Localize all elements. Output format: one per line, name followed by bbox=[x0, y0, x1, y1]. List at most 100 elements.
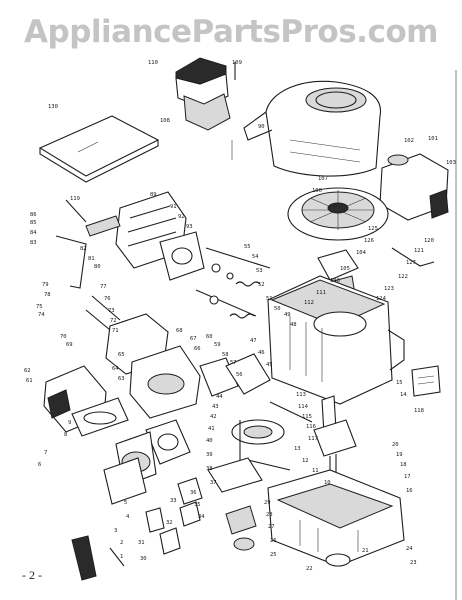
deflector-plate[interactable] bbox=[411, 365, 441, 397]
callout-label-9: 9 bbox=[68, 420, 72, 426]
callout-label-8: 8 bbox=[64, 432, 68, 438]
callout-label-42: 42 bbox=[210, 414, 217, 420]
valve-train[interactable] bbox=[195, 247, 271, 319]
callout-label-111: 111 bbox=[316, 290, 326, 296]
callout-label-18: 18 bbox=[400, 462, 407, 468]
callout-label-61: 61 bbox=[26, 378, 33, 384]
callout-label-124: 124 bbox=[376, 296, 386, 302]
callout-label-51: 51 bbox=[266, 296, 273, 302]
callout-label-130: 130 bbox=[48, 104, 58, 110]
callout-label-45: 45 bbox=[266, 362, 273, 368]
callout-label-24: 24 bbox=[406, 546, 413, 552]
callout-label-71: 71 bbox=[112, 328, 119, 334]
callout-label-37: 37 bbox=[210, 480, 217, 486]
callout-label-83: 83 bbox=[30, 240, 37, 246]
callout-label-62: 62 bbox=[24, 368, 31, 374]
callout-label-20: 20 bbox=[392, 442, 399, 448]
callout-label-27: 27 bbox=[268, 524, 275, 530]
callout-label-79: 79 bbox=[42, 282, 49, 288]
callout-label-54: 54 bbox=[252, 254, 259, 260]
cylinder-block[interactable] bbox=[267, 275, 405, 405]
callout-label-77: 77 bbox=[100, 284, 107, 290]
callout-label-2: 2 bbox=[120, 540, 124, 546]
callout-label-73: 73 bbox=[108, 308, 115, 314]
callout-label-15: 15 bbox=[396, 380, 403, 386]
callout-label-101: 101 bbox=[428, 136, 438, 142]
callout-label-90: 90 bbox=[258, 124, 265, 130]
callout-label-76: 76 bbox=[104, 296, 111, 302]
callout-label-63: 63 bbox=[118, 376, 125, 382]
callout-label-105: 105 bbox=[340, 266, 350, 272]
engine-sump[interactable] bbox=[267, 469, 405, 567]
callout-label-84: 84 bbox=[30, 230, 37, 236]
callout-label-112: 112 bbox=[304, 300, 314, 306]
callout-label-48: 48 bbox=[290, 322, 297, 328]
callout-label-41: 41 bbox=[208, 426, 215, 432]
callout-label-127: 127 bbox=[406, 260, 416, 266]
callout-label-126: 126 bbox=[364, 238, 374, 244]
air-cleaner-cover[interactable] bbox=[175, 57, 236, 131]
callout-label-1: 1 bbox=[120, 554, 124, 560]
callout-label-25: 25 bbox=[270, 552, 277, 558]
fuel-tank[interactable] bbox=[379, 153, 449, 221]
callout-label-72: 72 bbox=[110, 318, 117, 324]
callout-label-26: 26 bbox=[270, 538, 277, 544]
callout-label-91: 91 bbox=[170, 204, 177, 210]
page-number: - 2 - bbox=[22, 568, 42, 582]
callout-label-58: 58 bbox=[222, 352, 229, 358]
callout-label-33: 33 bbox=[170, 498, 177, 504]
callout-label-35: 35 bbox=[194, 502, 201, 508]
callout-label-125: 125 bbox=[368, 226, 378, 232]
callout-label-52: 52 bbox=[258, 282, 265, 288]
callout-label-31: 31 bbox=[138, 540, 145, 546]
callout-label-55: 55 bbox=[244, 244, 251, 250]
callout-label-10: 10 bbox=[324, 480, 331, 486]
callout-label-43: 43 bbox=[212, 404, 219, 410]
callout-label-40: 40 bbox=[206, 438, 213, 444]
callout-label-32: 32 bbox=[166, 520, 173, 526]
callout-label-67: 67 bbox=[190, 336, 197, 342]
callout-label-85: 85 bbox=[30, 220, 37, 226]
small-parts[interactable] bbox=[71, 457, 257, 581]
carburetor[interactable] bbox=[85, 295, 239, 419]
callout-label-75: 75 bbox=[36, 304, 43, 310]
manual-booklet[interactable] bbox=[38, 115, 160, 183]
callout-label-29: 29 bbox=[264, 500, 271, 506]
callout-label-118: 118 bbox=[414, 408, 424, 414]
callout-label-123: 123 bbox=[384, 286, 394, 292]
callout-label-114: 114 bbox=[298, 404, 308, 410]
callout-label-70: 70 bbox=[60, 334, 67, 340]
callout-label-120: 120 bbox=[424, 238, 434, 244]
callout-label-39: 39 bbox=[206, 452, 213, 458]
callout-label-103: 103 bbox=[446, 160, 456, 166]
spark-plug[interactable] bbox=[55, 199, 121, 289]
callout-label-86: 86 bbox=[30, 212, 37, 218]
crankshaft[interactable] bbox=[313, 395, 357, 540]
callout-label-110: 110 bbox=[148, 60, 158, 66]
camshaft[interactable] bbox=[207, 401, 313, 493]
callout-label-116: 116 bbox=[306, 424, 316, 430]
callout-label-21: 21 bbox=[362, 548, 369, 554]
callout-label-28: 28 bbox=[266, 512, 273, 518]
callout-label-92: 92 bbox=[178, 214, 185, 220]
callout-label-93: 93 bbox=[186, 224, 193, 230]
callout-label-100: 100 bbox=[312, 188, 322, 194]
callout-label-6: 6 bbox=[38, 462, 42, 468]
callout-label-49: 49 bbox=[284, 312, 291, 318]
blower-housing[interactable] bbox=[243, 80, 382, 177]
callout-label-117: 117 bbox=[308, 436, 318, 442]
callout-label-65: 65 bbox=[118, 352, 125, 358]
flywheel[interactable] bbox=[287, 187, 389, 241]
callout-label-44: 44 bbox=[216, 394, 223, 400]
callout-label-16: 16 bbox=[406, 488, 413, 494]
callout-label-113: 113 bbox=[296, 392, 306, 398]
callout-label-14: 14 bbox=[400, 392, 407, 398]
cylinder-head[interactable] bbox=[115, 191, 205, 281]
muffler[interactable] bbox=[43, 365, 129, 437]
callout-label-23: 23 bbox=[410, 560, 417, 566]
callout-label-30: 30 bbox=[140, 556, 147, 562]
callout-label-57: 57 bbox=[230, 360, 237, 366]
callout-label-12: 12 bbox=[302, 458, 309, 464]
callout-label-34: 34 bbox=[198, 514, 205, 520]
